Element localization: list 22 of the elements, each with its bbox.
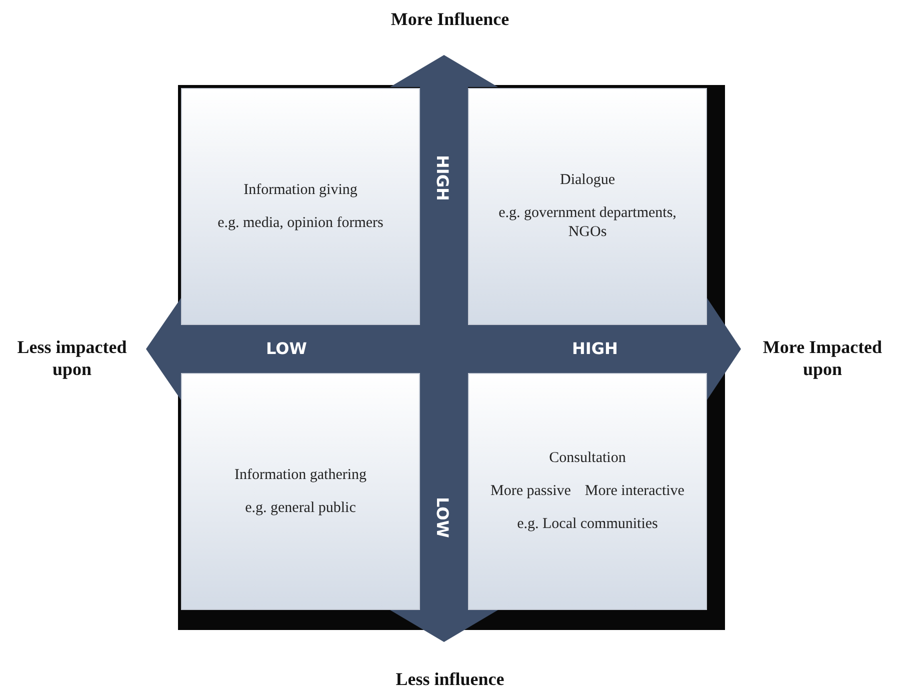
axis-value-label: HIGH xyxy=(433,155,451,201)
scale-label: More passive xyxy=(490,482,571,501)
axis-value-label: LOW xyxy=(266,340,308,358)
scale-label: More interactive xyxy=(584,482,684,501)
axis-title: Less impacted upon xyxy=(16,336,128,380)
axis-title: Less influence xyxy=(394,668,506,688)
axis-value-label: HIGH xyxy=(572,340,619,358)
example-text: e.g. general public xyxy=(245,498,356,518)
quadrant-title: Dialogue xyxy=(560,171,615,190)
quadrant-box xyxy=(468,373,707,610)
quadrant-box xyxy=(181,373,420,610)
quadrant-title: Information giving xyxy=(244,180,358,200)
example-text: e.g. media, opinion formers xyxy=(218,214,384,232)
quadrant-box xyxy=(181,88,420,325)
example-text: e.g. government departments, NGOs xyxy=(498,204,678,242)
quadrant-box xyxy=(468,88,707,325)
quadrant-title: Information gathering xyxy=(234,466,367,484)
example-text: e.g. Local communities xyxy=(517,515,658,534)
axis-value-label: LOW xyxy=(433,497,451,538)
axis-title: More Impacted upon xyxy=(762,336,884,380)
axis-title: More Influence xyxy=(390,8,510,30)
quadrant-title: Consultation xyxy=(549,449,626,468)
